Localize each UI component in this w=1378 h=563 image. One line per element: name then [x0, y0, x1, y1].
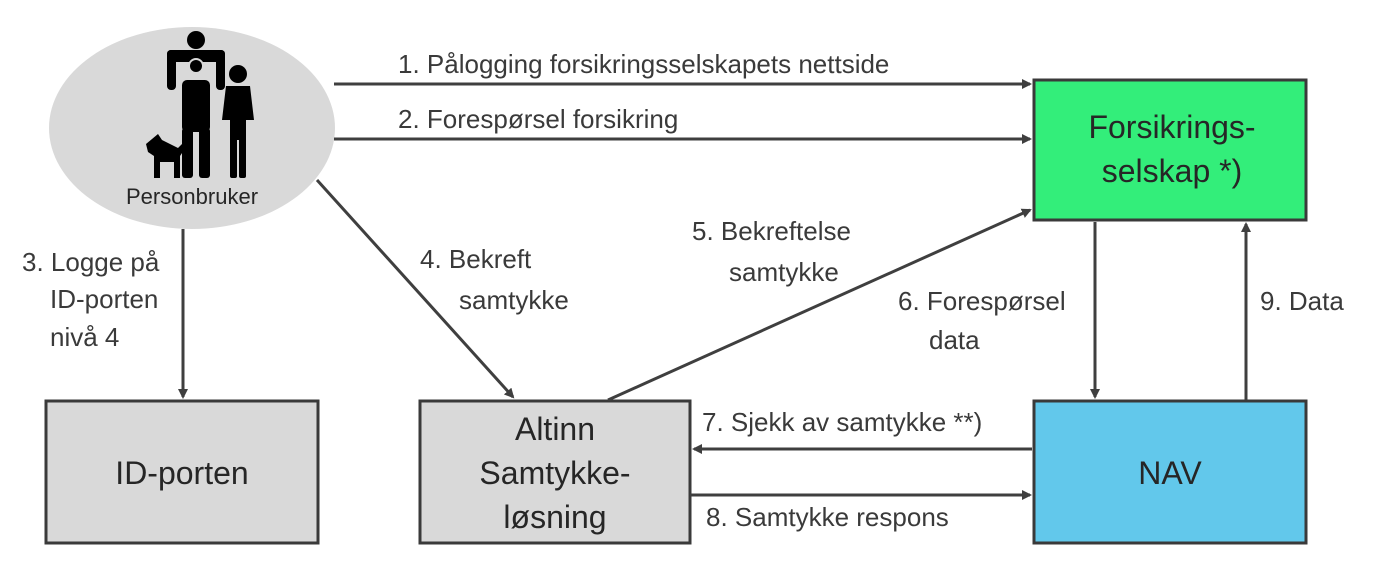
edge-step5: [607, 208, 1032, 402]
altinn-box: [418, 399, 692, 545]
step5-label-line1: 5. Bekreftelse: [692, 216, 851, 246]
idporten-node: ID-porten: [44, 399, 320, 545]
step6-label-line1: 6. Forespørsel: [898, 286, 1066, 316]
step7-label: 7. Sjekk av samtykke **): [702, 407, 982, 437]
nav-label: NAV: [1138, 455, 1202, 491]
step5-label-line2: samtykke: [729, 257, 839, 287]
edge-step4: [315, 178, 515, 399]
step3-label-line2: ID-porten: [50, 284, 158, 314]
step3-label-line3: nivå 4: [50, 322, 119, 352]
altinn-node: Altinn Samtykke- løsning: [418, 399, 692, 545]
step1-label: 1. Pålogging forsikringsselskapets netts…: [398, 49, 889, 79]
step8-label: 8. Samtykke respons: [706, 502, 949, 532]
user-node: Personbruker: [49, 27, 335, 229]
user-label: Personbruker: [126, 184, 258, 209]
idporten-label: ID-porten: [115, 455, 248, 491]
step4-label-line1: 4. Bekreft: [420, 244, 532, 274]
altinn-label-line1: Altinn: [515, 411, 595, 447]
idporten-box: [44, 399, 320, 545]
insurer-box: [1032, 78, 1308, 222]
step4-label-line2: samtykke: [459, 285, 569, 315]
step9-label: 9. Data: [1260, 286, 1344, 316]
insurer-label-line1: Forsikrings-: [1088, 109, 1255, 145]
altinn-label-line3: løsning: [503, 499, 606, 535]
step3-label-line1: 3. Logge på: [22, 247, 160, 277]
insurer-label-line2: selskap *): [1102, 153, 1243, 189]
family-icon: [146, 31, 254, 178]
step2-label: 2. Forespørsel forsikring: [398, 104, 678, 134]
nav-box: [1032, 399, 1308, 545]
step6-label-line2: data: [929, 325, 980, 355]
insurer-node: Forsikrings- selskap *): [1032, 78, 1308, 222]
nav-node: NAV: [1032, 399, 1308, 545]
altinn-label-line2: Samtykke-: [479, 455, 630, 491]
